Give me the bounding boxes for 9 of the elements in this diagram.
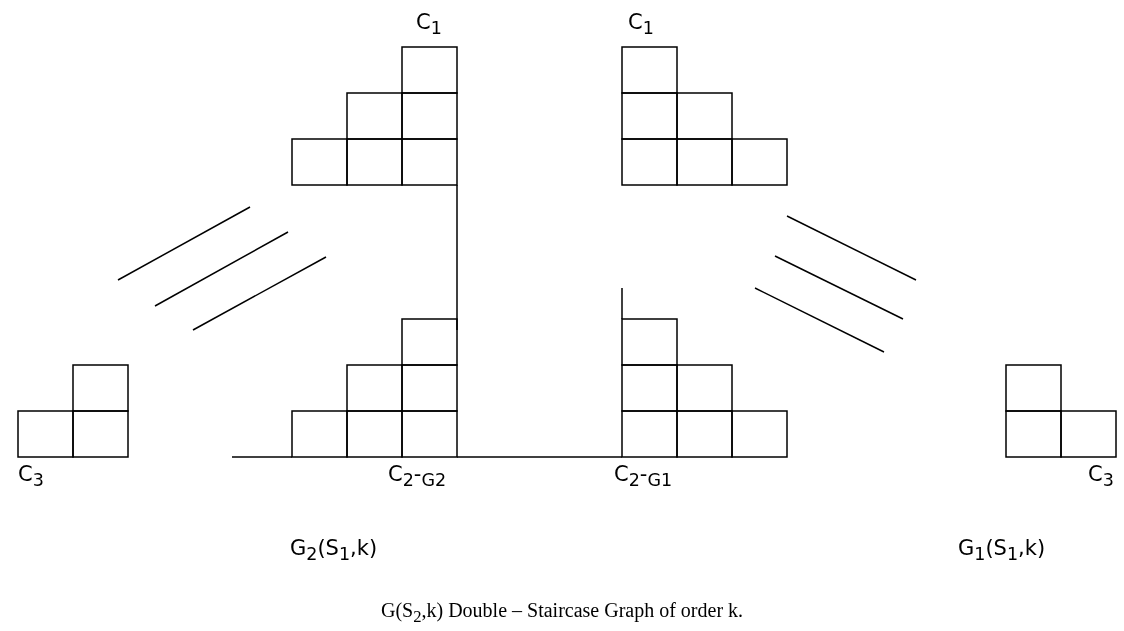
vertex-label: C$_{2}$-$_{G2}$ xyxy=(388,462,447,493)
vertex-label: C$_{3}$ xyxy=(18,462,44,493)
caption: G(S$_{2}$,k) Double – Staircase Graph of order k. xyxy=(380,599,744,621)
graph-label: G$_{1}$(S$_{1}$,k) xyxy=(958,536,1046,567)
vertex-label: C$_{3}$ xyxy=(1088,462,1114,493)
graph-label: G$_{2}$(S$_{1}$,k) xyxy=(290,536,378,567)
vertex-label: C$_{1}$ xyxy=(628,10,654,41)
vertex-label: C$_{2}$-$_{G1}$ xyxy=(614,462,673,493)
vertex-label: C$_{1}$ xyxy=(416,10,442,41)
